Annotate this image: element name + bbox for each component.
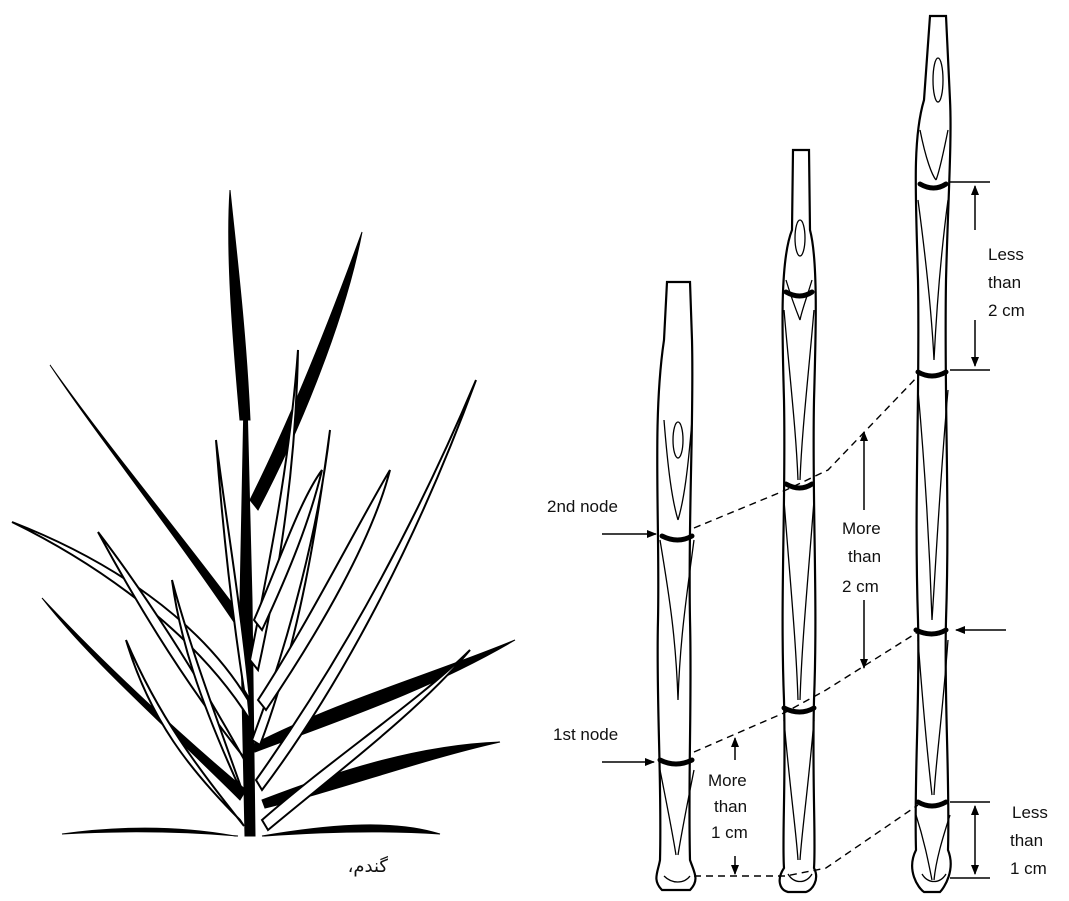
label-more-than-1cm-line2: than (714, 797, 747, 816)
label-more-than-2cm-line2: than (848, 547, 881, 566)
label-more-than-1cm-line1: More (708, 771, 747, 790)
label-less-than-1cm-line2: than (1010, 831, 1043, 850)
label-more-than-2cm-line1: More (842, 519, 881, 538)
label-less-than-2cm-line3: 2 cm (988, 301, 1025, 320)
stem-2 (780, 150, 816, 892)
label-less-than-1cm-line1: Less (1012, 803, 1048, 822)
dimension-less-than-1cm (950, 802, 990, 878)
stem-3 (912, 16, 951, 892)
label-first-node: 1st node (553, 725, 618, 744)
label-more-than-2cm-line3: 2 cm (842, 577, 879, 596)
wheat-plant-illustration (12, 190, 515, 836)
label-less-than-2cm-line2: than (988, 273, 1021, 292)
label-less-than-2cm-line1: Less (988, 245, 1024, 264)
stem-1 (656, 282, 695, 890)
dimension-less-than-2cm (950, 182, 990, 370)
caption: گندم، (348, 855, 389, 877)
label-less-than-1cm-line3: 1 cm (1010, 859, 1047, 878)
label-second-node: 2nd node (547, 497, 618, 516)
label-more-than-1cm-line3: 1 cm (711, 823, 748, 842)
